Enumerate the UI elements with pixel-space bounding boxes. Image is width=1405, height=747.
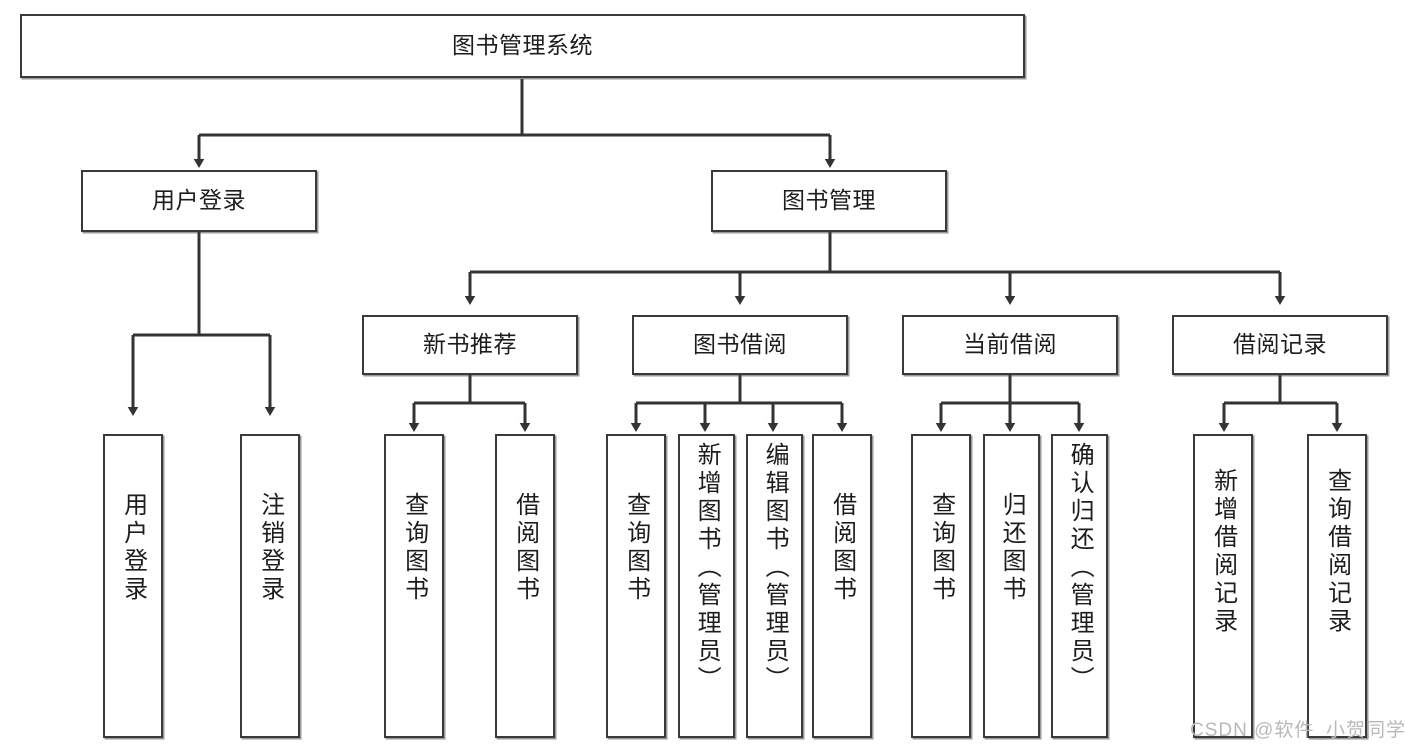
leaf-record-query-record[interactable]: 查询借阅记录 <box>1307 434 1367 738</box>
leaf-current-return-book[interactable]: 归还图书 <box>983 434 1040 738</box>
leaf-recommend-query-book[interactable]: 查询图书 <box>384 434 444 738</box>
node-label: 查询图书 <box>927 492 955 604</box>
node-label: 注销登录 <box>256 492 284 604</box>
csdn-watermark: CSDN @软件_小贺同学 <box>1190 720 1405 741</box>
leaf-recommend-borrow-book[interactable]: 借阅图书 <box>495 434 555 738</box>
node-label: 图书管理 <box>782 187 876 214</box>
leaf-current-confirm-return-admin[interactable]: 确认归还（管理员） <box>1051 434 1108 738</box>
leaf-borrow-edit-book-admin[interactable]: 编辑图书（管理员） <box>746 434 803 738</box>
node-book-borrow[interactable]: 图书借阅 <box>632 315 848 375</box>
node-label: 新书推荐 <box>423 331 517 358</box>
node-label: 当前借阅 <box>963 331 1057 358</box>
leaf-user-login-signout[interactable]: 注销登录 <box>240 434 300 738</box>
node-label: 查询借阅记录 <box>1323 468 1351 636</box>
node-label: 用户登录 <box>152 187 246 214</box>
leaf-borrow-query-book[interactable]: 查询图书 <box>606 434 666 738</box>
node-user-login[interactable]: 用户登录 <box>81 170 317 232</box>
node-label: 编辑图书（管理员） <box>761 442 789 694</box>
node-label: 新增借阅记录 <box>1209 468 1237 636</box>
node-label: 借阅图书 <box>511 492 539 604</box>
node-label: 新增图书（管理员） <box>693 442 721 694</box>
node-label: 借阅图书 <box>828 492 856 604</box>
node-root-system[interactable]: 图书管理系统 <box>20 14 1025 78</box>
node-label: 查询图书 <box>400 492 428 604</box>
leaf-borrow-borrow-book[interactable]: 借阅图书 <box>812 434 872 738</box>
node-label: 图书管理系统 <box>452 32 593 59</box>
node-new-book-recommend[interactable]: 新书推荐 <box>362 315 578 375</box>
node-borrow-record[interactable]: 借阅记录 <box>1172 315 1388 375</box>
node-label: 归还图书 <box>998 492 1026 604</box>
node-current-borrow[interactable]: 当前借阅 <box>902 315 1118 375</box>
leaf-borrow-add-book-admin[interactable]: 新增图书（管理员） <box>678 434 735 738</box>
leaf-user-login-signin[interactable]: 用户登录 <box>103 434 163 738</box>
leaf-record-add-record[interactable]: 新增借阅记录 <box>1193 434 1253 738</box>
node-label: 用户登录 <box>119 492 147 604</box>
node-label: 借阅记录 <box>1233 331 1327 358</box>
leaf-current-query-book[interactable]: 查询图书 <box>911 434 971 738</box>
node-label: 确认归还（管理员） <box>1066 442 1094 694</box>
node-label: 图书借阅 <box>693 331 787 358</box>
node-label: 查询图书 <box>622 492 650 604</box>
node-book-management[interactable]: 图书管理 <box>711 170 947 232</box>
